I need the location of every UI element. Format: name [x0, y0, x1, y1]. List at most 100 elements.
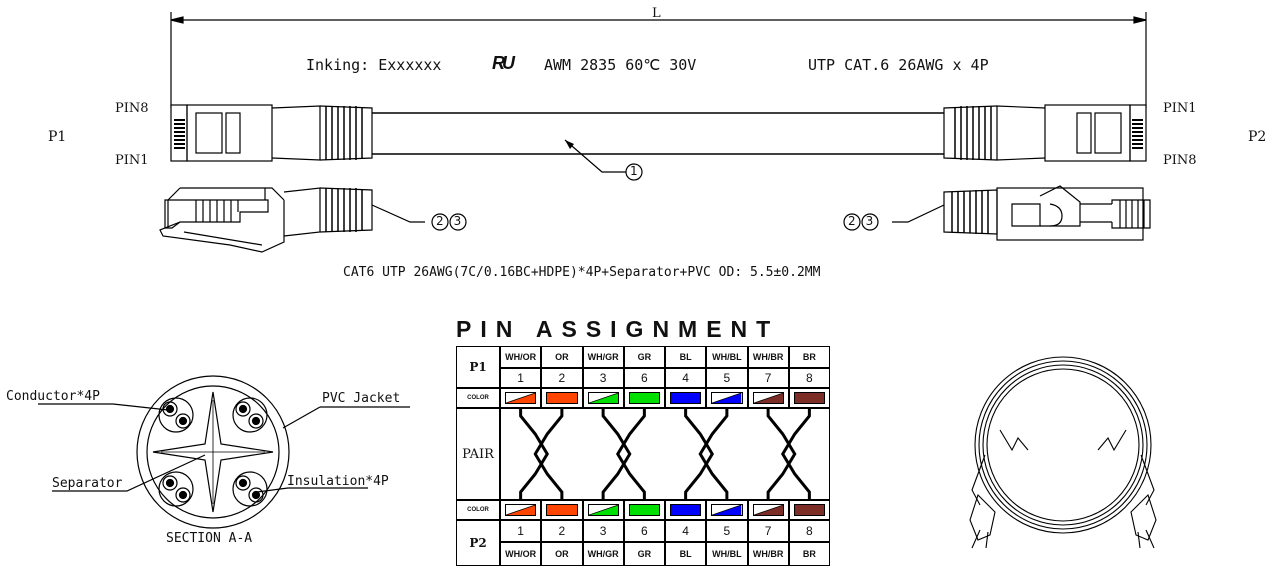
bottom-color-label: COLOR — [456, 500, 500, 520]
right-pin1-label: PIN1 — [1163, 101, 1197, 116]
p2-color-cell — [582, 500, 624, 520]
p2-color-cell — [788, 500, 830, 520]
p1-wire-name: GR — [623, 346, 665, 368]
p1-wire-name: WH/GR — [582, 346, 624, 368]
p1-wire-name: BR — [788, 346, 830, 368]
p1-pin-number: 1 — [500, 368, 542, 388]
p2-wire-name: BL — [665, 542, 707, 566]
wire-color-swatch — [752, 392, 784, 404]
p1-pin-number: 8 — [788, 368, 830, 388]
callout-1-num: 1 — [630, 164, 638, 178]
p2-color-cell — [747, 500, 789, 520]
p2-pin-number: 4 — [665, 520, 707, 542]
twisted-pair-2-wire-2 — [616, 408, 646, 500]
left-pin1-label: PIN1 — [115, 153, 149, 168]
p2-pin-number: 7 — [747, 520, 789, 542]
p2-color-cell — [623, 500, 665, 520]
top-color-label: COLOR — [456, 388, 500, 408]
p1-color-cell — [500, 388, 542, 408]
p1-color-cell — [541, 388, 583, 408]
p2-wire-name: WH/BL — [706, 542, 748, 566]
twisted-pair-1-wire-2 — [533, 408, 564, 500]
wire-color-swatch — [628, 504, 660, 516]
right-plug-top — [943, 104, 1147, 162]
p1-wire-name: WH/OR — [500, 346, 542, 368]
conductor-label: Conductor*4P — [6, 389, 100, 404]
p2-wire-name: GR — [623, 542, 665, 566]
wire-color-swatch — [752, 504, 784, 516]
p2-wire-name: BR — [788, 542, 830, 566]
wire-color-swatch — [711, 504, 743, 516]
twisted-pair-1-wire-1 — [519, 408, 549, 500]
p1-wire-name: OR — [541, 346, 583, 368]
wire-color-swatch — [546, 504, 578, 516]
cable-description: CAT6 UTP 26AWG(7C/0.16BC+HDPE)*4P+Separa… — [343, 265, 821, 280]
p2-pin-number: 8 — [788, 520, 830, 542]
p1-wire-name: WH/BR — [747, 346, 789, 368]
awm-rating-text: AWM 2835 60℃ 30V — [544, 56, 697, 74]
p2-wire-name: WH/GR — [582, 542, 624, 566]
left-pin8-label: PIN8 — [115, 101, 149, 116]
right-pin8-label: PIN8 — [1163, 153, 1197, 168]
twisted-pair-3-wire-1 — [684, 408, 714, 500]
p1-color-cell — [747, 388, 789, 408]
left-plug-side — [159, 187, 467, 253]
p2-pin-number: 5 — [706, 520, 748, 542]
p2-color-cell — [500, 500, 542, 520]
p1-color-cell — [706, 388, 748, 408]
ul-recognized-mark-icon: RU — [492, 53, 515, 73]
p2-row-label: P2 — [456, 520, 500, 566]
p1-color-cell — [788, 388, 830, 408]
wire-color-swatch — [587, 504, 619, 516]
p2-end-label: P2 — [1248, 129, 1267, 145]
length-label: L — [652, 6, 661, 21]
p1-pin-number: 5 — [706, 368, 748, 388]
p1-end-label: P1 — [48, 129, 67, 145]
wire-color-swatch — [505, 504, 537, 516]
pair-label: PAIR — [456, 408, 500, 500]
p2-color-cell — [665, 500, 707, 520]
inking-text: Inking: Exxxxxx — [306, 56, 442, 74]
wire-color-swatch — [793, 504, 825, 516]
p1-row-label: P1 — [456, 346, 500, 388]
p1-pin-number: 2 — [541, 368, 583, 388]
p2-wire-name: OR — [541, 542, 583, 566]
left-plug-top — [170, 104, 373, 162]
p2-pin-number: 2 — [541, 520, 583, 542]
wire-color-swatch — [793, 392, 825, 404]
p2-wire-name: WH/OR — [500, 542, 542, 566]
p2-color-cell — [541, 500, 583, 520]
twisted-pair-4-wire-1 — [766, 408, 797, 500]
right-plug-side — [843, 185, 1151, 241]
p1-pin-number: 6 — [623, 368, 665, 388]
p2-color-cell — [706, 500, 748, 520]
p2-pin-number: 1 — [500, 520, 542, 542]
p1-color-cell — [582, 388, 624, 408]
wire-color-swatch — [505, 392, 537, 404]
p1-pin-number: 4 — [665, 368, 707, 388]
wire-color-swatch — [587, 392, 619, 404]
coiled-cable-illustration — [969, 356, 1157, 549]
p1-wire-name: BL — [665, 346, 707, 368]
wire-color-swatch — [670, 504, 702, 516]
p1-color-cell — [665, 388, 707, 408]
p1-pin-number: 7 — [747, 368, 789, 388]
wire-color-swatch — [670, 392, 702, 404]
callout-23-left-num: 23 — [436, 214, 472, 228]
twisted-pair-3-wire-2 — [698, 408, 729, 500]
wire-color-swatch — [628, 392, 660, 404]
wire-color-swatch — [711, 392, 743, 404]
callout-23-right-num: 23 — [848, 214, 884, 228]
p1-pin-number: 3 — [582, 368, 624, 388]
twisted-pairs-diagram — [519, 408, 811, 500]
section-a-a — [38, 375, 410, 529]
separator-label: Separator — [52, 476, 123, 491]
wire-color-swatch — [546, 392, 578, 404]
p2-wire-name: WH/BR — [747, 542, 789, 566]
section-title: SECTION A-A — [166, 531, 253, 546]
p1-color-cell — [623, 388, 665, 408]
cable-spec-text: UTP CAT.6 26AWG x 4P — [808, 56, 989, 74]
p2-pin-number: 3 — [582, 520, 624, 542]
pin-assignment-title: PIN ASSIGNMENT — [456, 316, 780, 342]
